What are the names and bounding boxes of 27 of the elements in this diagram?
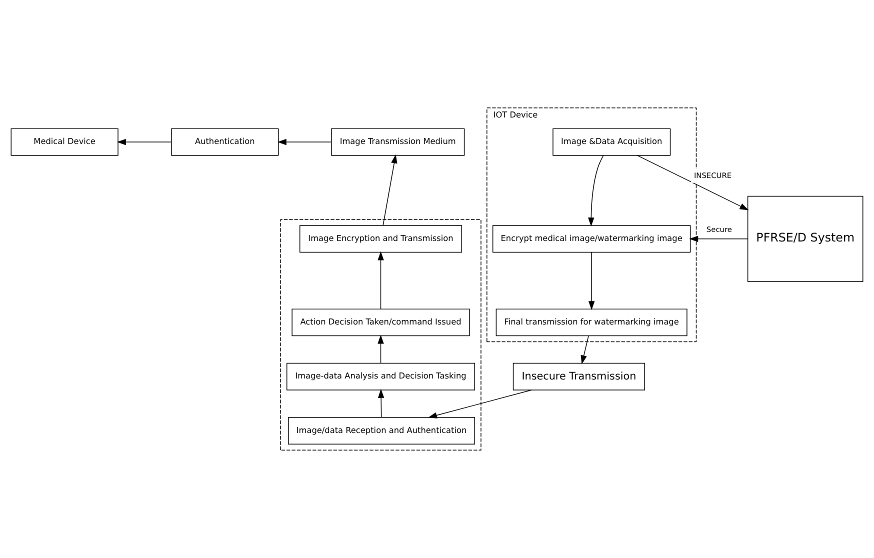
- node-box: Image &Data Acquisition: [552, 128, 671, 156]
- node-box: Insecure Transmission: [512, 362, 646, 390]
- node-box: Medical Device: [10, 128, 118, 156]
- arrow: [277, 138, 332, 146]
- arrow: [588, 252, 595, 310]
- arrow: [382, 154, 398, 226]
- arrow: [588, 155, 604, 226]
- node-box: Image/data Reception and Authentication: [288, 417, 476, 445]
- node-box: PFRSE/D System: [747, 196, 864, 282]
- arrow: [689, 236, 748, 242]
- arrow: [378, 389, 384, 418]
- arrow: [580, 336, 589, 364]
- edge-label: INSECURE: [694, 171, 732, 180]
- node-box: Authentication: [171, 128, 279, 156]
- node-box: Final transmission for watermarking image: [496, 308, 688, 336]
- edge-label: Secure: [706, 224, 732, 234]
- node-box: Image-data Analysis and Decision Tasking: [286, 362, 476, 390]
- cluster: [280, 219, 482, 450]
- arrow: [117, 138, 172, 146]
- arrow: [378, 251, 384, 310]
- arrow: [378, 334, 384, 364]
- node-box: Image Transmission Medium: [331, 128, 465, 156]
- arrow: [636, 155, 749, 210]
- arrow: [428, 390, 532, 418]
- node-box: Image Encryption and Transmission: [300, 225, 462, 253]
- node-box: Action Decision Taken/command Issued: [292, 308, 470, 336]
- node-box: Encrypt medical image/watermarking image: [492, 225, 691, 253]
